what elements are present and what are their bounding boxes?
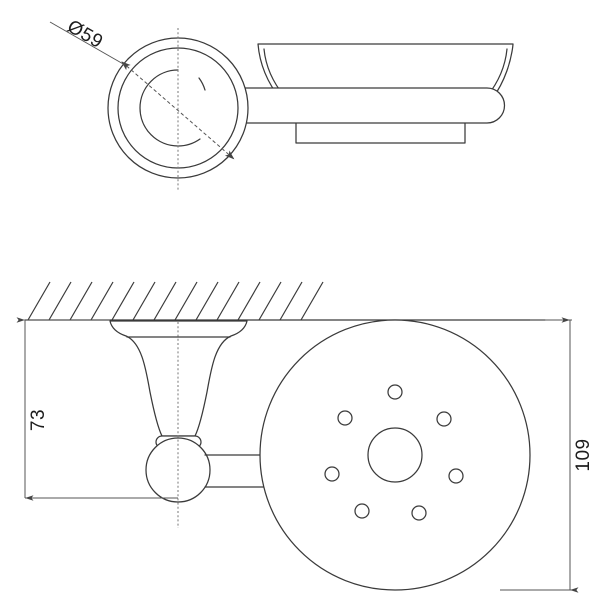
wall-hatching [27,281,324,321]
dimension-73-group: 73 [16,317,178,501]
dish-center-hole [367,427,423,483]
underplate-outline [295,122,466,144]
diameter-leader-line [49,21,126,66]
drain-hole [354,503,370,519]
side-view-stem [204,454,269,488]
drain-hole [324,466,340,482]
side-view-group: 73 109 [16,281,594,593]
dimension-73-label: 73 [28,409,49,431]
drain-hole [411,505,427,521]
top-view-underplate [295,122,466,144]
dimension-109-group: 109 [500,317,594,593]
drain-hole [337,410,353,426]
top-view-group: Ø59 [49,16,514,190]
diameter-label: Ø59 [64,16,107,53]
top-view-arm [177,87,506,124]
diameter-dimension-line [121,61,235,160]
arm-outline [177,87,506,124]
side-view-dish [259,319,531,591]
drain-hole [448,468,464,484]
dimension-109-label: 109 [573,438,594,471]
drain-hole [436,411,452,427]
drain-hole [387,384,403,400]
